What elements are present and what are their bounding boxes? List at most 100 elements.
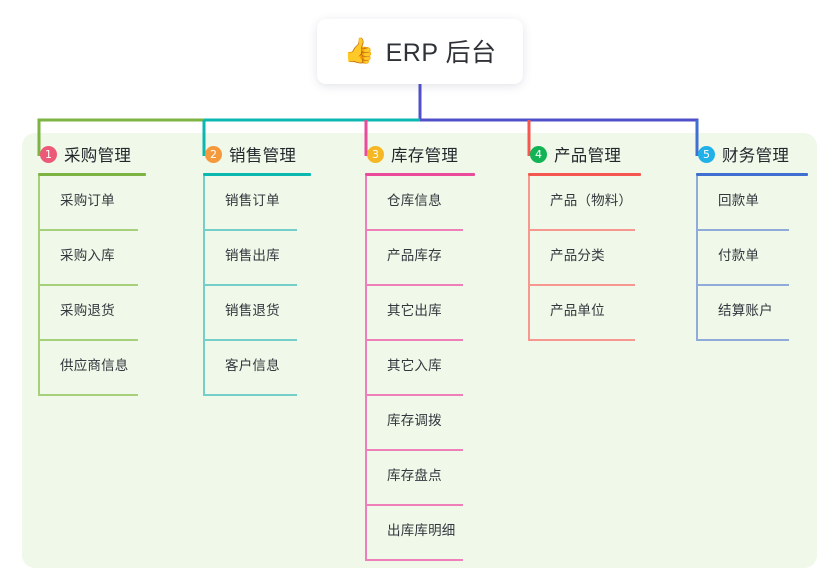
root-node-title: ERP 后台 — [385, 38, 497, 67]
leaf-item-label: 库存调拨 — [387, 412, 442, 428]
leaf-item-rule — [203, 339, 297, 341]
leaf-item-label: 采购订单 — [60, 192, 115, 208]
leaf-item[interactable]: 销售订单 — [203, 176, 311, 231]
leaf-item[interactable]: 出库库明细 — [365, 506, 475, 561]
leaf-item[interactable]: 回款单 — [696, 176, 808, 231]
column-rule-5 — [696, 173, 808, 176]
leaf-item[interactable]: 库存调拨 — [365, 396, 475, 451]
column-header-3[interactable]: 3 库存管理 — [365, 142, 475, 166]
column-title-5: 财务管理 — [722, 147, 790, 165]
leaf-item[interactable]: 销售出库 — [203, 231, 311, 286]
root-node-erp[interactable]: 👍 ERP 后台 — [317, 19, 523, 84]
leaf-item-rule — [365, 339, 463, 341]
column-1: 1 采购管理采购订单采购入库采购退货供应商信息 — [38, 142, 146, 396]
column-spine-1 — [38, 176, 40, 396]
leaf-item[interactable]: 采购订单 — [38, 176, 146, 231]
column-4: 4 产品管理产品（物料） 产品分类产品单位 — [528, 142, 641, 341]
content-panel — [22, 133, 817, 568]
leaf-item[interactable]: 客户信息 — [203, 341, 311, 396]
column-spine-3 — [365, 176, 367, 561]
leaf-item-label: 采购退货 — [60, 302, 115, 318]
leaf-item[interactable]: 其它出库 — [365, 286, 475, 341]
column-items-3: 仓库信息产品库存其它出库其它入库库存调拨库存盘点出库库明细 — [365, 176, 475, 561]
column-header-4[interactable]: 4 产品管理 — [528, 142, 641, 166]
leaf-item-label: 回款单 — [718, 192, 760, 208]
column-title-3: 库存管理 — [391, 147, 459, 165]
column-header-5[interactable]: 5 财务管理 — [696, 142, 808, 166]
column-items-5: 回款单付款单结算账户 — [696, 176, 808, 341]
thumbs-up-icon: 👍 — [343, 36, 375, 65]
leaf-item-rule — [365, 394, 463, 396]
leaf-item-label: 客户信息 — [225, 357, 280, 373]
leaf-item-rule — [38, 339, 138, 341]
leaf-item-rule — [528, 339, 635, 341]
leaf-item-rule — [203, 229, 297, 231]
column-header-1[interactable]: 1 采购管理 — [38, 142, 146, 166]
leaf-item[interactable]: 产品（物料） — [528, 176, 641, 231]
leaf-item-label: 出库库明细 — [387, 522, 456, 538]
leaf-item-rule — [696, 339, 789, 341]
column-title-4: 产品管理 — [554, 147, 622, 165]
column-rule-3 — [365, 173, 475, 176]
leaf-item-label: 销售出库 — [225, 247, 280, 263]
column-rule-2 — [203, 173, 311, 176]
leaf-item-label: 产品库存 — [387, 247, 442, 263]
column-5: 5 财务管理回款单付款单结算账户 — [696, 142, 808, 341]
column-spine-4 — [528, 176, 530, 341]
leaf-item-label: 其它入库 — [387, 357, 442, 373]
column-badge-2: 2 — [205, 145, 222, 163]
column-title-1: 采购管理 — [64, 147, 132, 165]
column-title-2: 销售管理 — [229, 147, 297, 165]
column-items-4: 产品（物料） 产品分类产品单位 — [528, 176, 641, 341]
leaf-item-label: 仓库信息 — [387, 192, 442, 208]
leaf-item[interactable]: 产品库存 — [365, 231, 475, 286]
column-2: 2 销售管理销售订单销售出库销售退货客户信息 — [203, 142, 311, 396]
column-badge-4: 4 — [530, 145, 547, 163]
leaf-item-rule — [365, 504, 463, 506]
leaf-item[interactable]: 产品分类 — [528, 231, 641, 286]
leaf-item[interactable]: 结算账户 — [696, 286, 808, 341]
leaf-item-label: 其它出库 — [387, 302, 442, 318]
leaf-item-label: 采购入库 — [60, 247, 115, 263]
leaf-item[interactable]: 库存盘点 — [365, 451, 475, 506]
column-badge-3: 3 — [367, 145, 384, 163]
leaf-item-label: 销售退货 — [225, 302, 280, 318]
leaf-item[interactable]: 仓库信息 — [365, 176, 475, 231]
column-badge-5: 5 — [698, 145, 715, 163]
leaf-item-rule — [365, 229, 463, 231]
leaf-item-label: 结算账户 — [718, 302, 773, 318]
leaf-item-rule — [38, 394, 138, 396]
column-items-1: 采购订单采购入库采购退货供应商信息 — [38, 176, 146, 396]
column-spine-2 — [203, 176, 205, 396]
leaf-item-label: 付款单 — [718, 247, 760, 263]
leaf-item[interactable]: 采购入库 — [38, 231, 146, 286]
leaf-item-label: 产品（物料） — [550, 192, 633, 208]
leaf-item-rule — [203, 284, 297, 286]
leaf-item-rule — [365, 449, 463, 451]
column-spine-5 — [696, 176, 698, 341]
column-rule-1 — [38, 173, 146, 176]
root-node-content: 👍 ERP 后台 — [343, 33, 496, 69]
leaf-item[interactable]: 采购退货 — [38, 286, 146, 341]
leaf-item-label: 库存盘点 — [387, 467, 442, 483]
leaf-item-rule — [203, 394, 297, 396]
leaf-item-rule — [365, 559, 463, 561]
leaf-item[interactable]: 产品单位 — [528, 286, 641, 341]
leaf-item-rule — [38, 284, 138, 286]
column-header-2[interactable]: 2 销售管理 — [203, 142, 311, 166]
leaf-item[interactable]: 其它入库 — [365, 341, 475, 396]
leaf-item-label: 销售订单 — [225, 192, 280, 208]
leaf-item-rule — [528, 284, 635, 286]
leaf-item-rule — [365, 284, 463, 286]
column-3: 3 库存管理仓库信息产品库存其它出库其它入库库存调拨库存盘点出库库明细 — [365, 142, 475, 561]
leaf-item[interactable]: 付款单 — [696, 231, 808, 286]
leaf-item-rule — [528, 229, 635, 231]
leaf-item-label: 产品单位 — [550, 302, 605, 318]
column-badge-1: 1 — [40, 145, 57, 163]
leaf-item[interactable]: 供应商信息 — [38, 341, 146, 396]
leaf-item-rule — [38, 229, 138, 231]
column-items-2: 销售订单销售出库销售退货客户信息 — [203, 176, 311, 396]
leaf-item[interactable]: 销售退货 — [203, 286, 311, 341]
leaf-item-rule — [696, 229, 789, 231]
